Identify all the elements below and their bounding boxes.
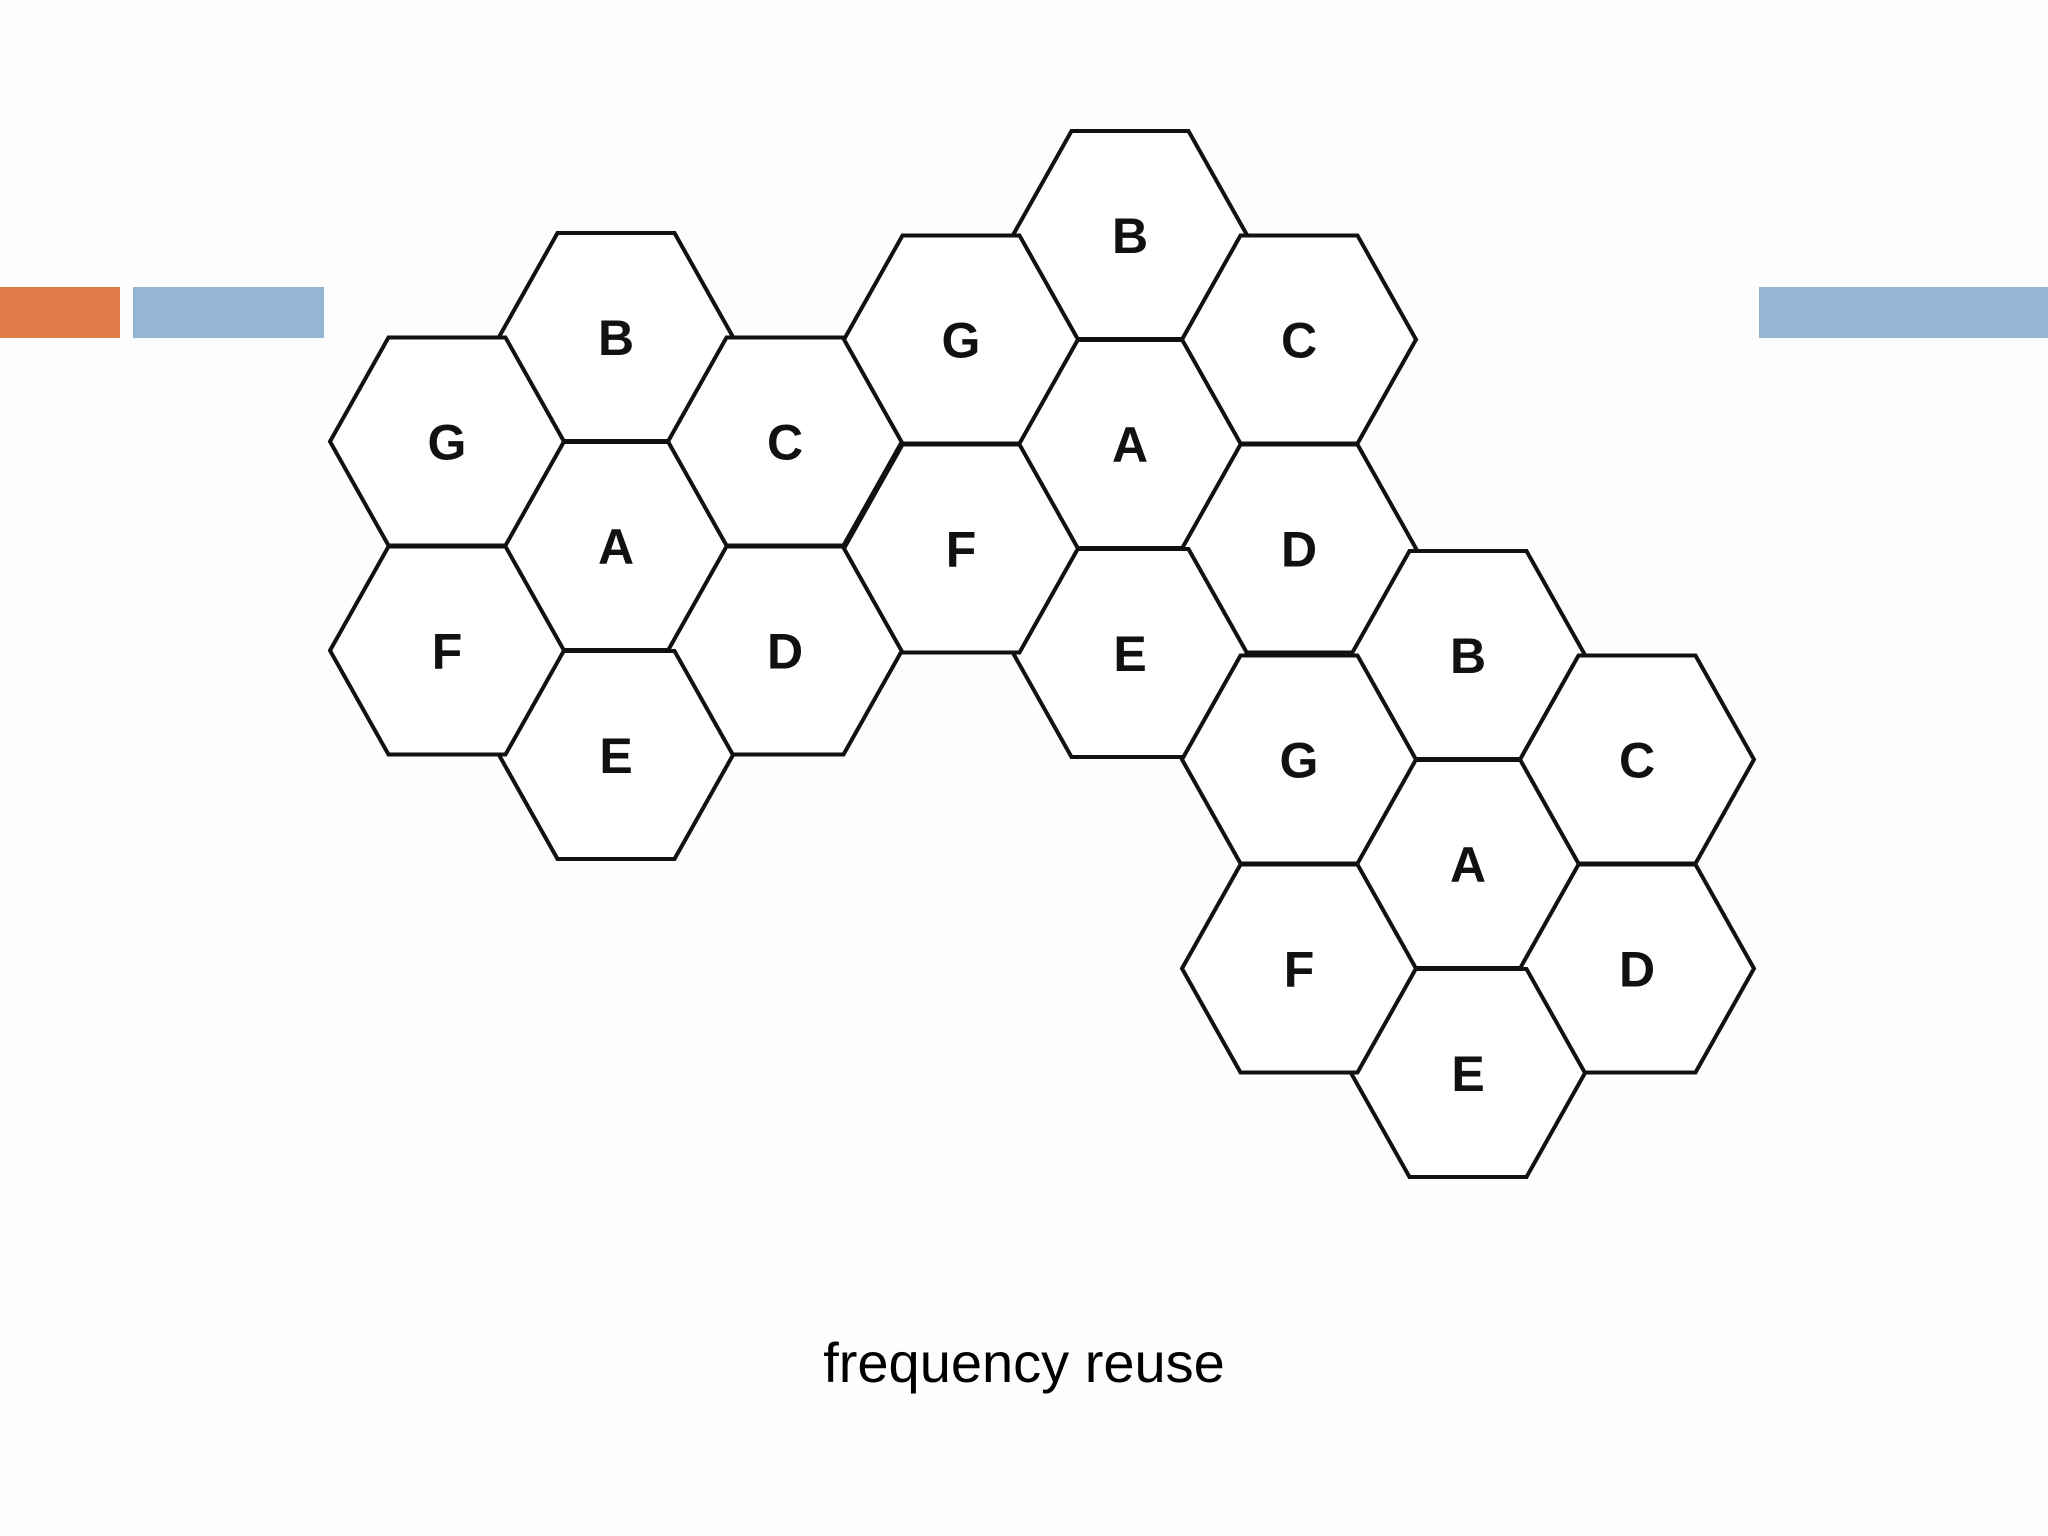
hex-cell-g (327, 335, 567, 548)
hex-cell-label: D (1281, 522, 1317, 578)
cell-cluster-2: A B C D E F G (841, 129, 1419, 759)
hex-cell-g (1179, 653, 1419, 866)
hex-cell-label: E (599, 728, 632, 784)
hex-cell-label: G (942, 313, 981, 369)
hex-cell-label: B (1112, 208, 1148, 264)
hex-cell-label: D (767, 624, 803, 680)
hex-cell-label: C (767, 415, 803, 471)
hex-cell-label: A (1112, 417, 1148, 473)
hex-cell-label: A (1450, 837, 1486, 893)
hex-cell-label: F (946, 522, 977, 578)
hex-cell-label: C (1619, 733, 1655, 789)
accent-bar-orange (0, 287, 120, 338)
cell-cluster-3: A B C D E F G (1179, 549, 1757, 1179)
hex-cell-label: D (1619, 942, 1655, 998)
hex-cell-label: C (1281, 313, 1317, 369)
hex-cell-label: G (428, 415, 467, 471)
cell-cluster-1: A B C D E F G (327, 231, 905, 861)
hex-cell-label: F (432, 624, 463, 680)
hex-cell-label: B (1450, 628, 1486, 684)
hex-cell-g (841, 233, 1081, 446)
accent-bar-blue-left (133, 287, 324, 338)
hex-cell-label: F (1284, 942, 1315, 998)
hex-cell-label: G (1280, 733, 1319, 789)
hex-cell-label: B (598, 310, 634, 366)
hex-cell-label: E (1451, 1046, 1484, 1102)
hex-cell-label: A (598, 519, 634, 575)
accent-bar-blue-right (1759, 287, 2048, 338)
hex-cell-label: E (1113, 626, 1146, 682)
diagram-caption: frequency reuse (823, 1331, 1225, 1394)
